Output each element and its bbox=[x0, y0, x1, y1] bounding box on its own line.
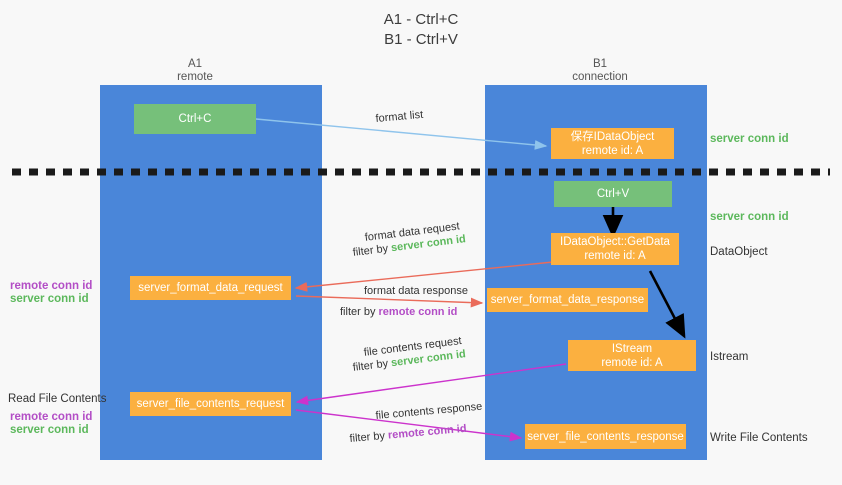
label-istream: Istream bbox=[710, 351, 749, 363]
format-data-response-filter-prefix: filter by bbox=[340, 306, 379, 318]
label-write-file-contents: Write File Contents bbox=[710, 432, 808, 444]
title-line-1: A1 - Ctrl+C bbox=[383, 11, 459, 28]
box-server-file-contents-response[interactable]: server_file_contents_response bbox=[525, 424, 686, 449]
arrow-file-contents-response bbox=[295, 409, 523, 442]
box-istream-label: IStream bbox=[611, 342, 653, 355]
label-format-data-response: format data response bbox=[364, 285, 468, 297]
arrow-format-data-response bbox=[295, 295, 484, 308]
label-server-conn-id-lower: server conn id bbox=[10, 424, 89, 436]
label-dataobject: DataObject bbox=[710, 246, 768, 258]
box-save-idataobject[interactable]: 保存IDataObject remote id: A bbox=[551, 128, 674, 159]
box-server-format-data-request[interactable]: server_format_data_request bbox=[130, 276, 291, 300]
label-server-conn-id-upper: server conn id bbox=[10, 293, 89, 305]
arrow-format-list bbox=[255, 118, 548, 150]
label-format-data-response-filter: filter by remote conn id bbox=[340, 305, 457, 320]
label-server-conn-id-top: server conn id bbox=[710, 133, 789, 145]
column-header-b1: B1 connection bbox=[525, 58, 675, 84]
box-save-idataobject-label: 保存IDataObject bbox=[570, 130, 655, 143]
box-ctrl-v[interactable]: Ctrl+V bbox=[554, 181, 672, 207]
box-server-file-contents-request-label: server_file_contents_request bbox=[136, 398, 285, 410]
label-remote-conn-id-upper: remote conn id bbox=[10, 280, 93, 292]
box-istream[interactable]: IStream remote id: A bbox=[568, 340, 696, 371]
file-contents-request-filter-prefix: filter by bbox=[352, 357, 392, 374]
box-save-idataobject-sub: remote id: A bbox=[581, 144, 644, 157]
column-header-a1: A1 remote bbox=[120, 58, 270, 84]
box-getdata-label: IDataObject::GetData bbox=[560, 236, 670, 248]
label-read-file-contents: Read File Contents bbox=[8, 393, 107, 405]
box-ctrl-c[interactable]: Ctrl+C bbox=[134, 104, 256, 134]
box-server-file-contents-response-label: server_file_contents_response bbox=[527, 430, 684, 443]
label-server-conn-id-second: server conn id bbox=[710, 211, 789, 223]
column-a1-name: A1 bbox=[187, 58, 203, 70]
box-istream-sub: remote id: A bbox=[601, 356, 663, 369]
box-getdata[interactable]: IDataObject::GetData remote id: A bbox=[551, 233, 679, 265]
diagram-title: A1 - Ctrl+C B1 - Ctrl+V bbox=[0, 10, 842, 50]
format-data-response-filter-value: remote conn id bbox=[378, 306, 458, 318]
label-remote-conn-id-lower: remote conn id bbox=[10, 411, 93, 423]
box-server-format-data-response[interactable]: server_format_data_response bbox=[487, 288, 648, 312]
column-b1-role: connection bbox=[572, 71, 628, 83]
arrow-getdata-to-istream bbox=[648, 270, 686, 339]
box-getdata-sub: remote id: A bbox=[584, 250, 646, 262]
column-b1-name: B1 bbox=[592, 58, 608, 70]
format-data-request-filter-prefix: filter by bbox=[352, 242, 392, 259]
box-server-format-data-response-label: server_format_data_response bbox=[490, 294, 645, 306]
box-ctrl-v-label: Ctrl+V bbox=[596, 188, 630, 200]
arrow-file-contents-request bbox=[295, 363, 567, 406]
column-a1-role: remote bbox=[177, 71, 213, 83]
box-server-format-data-request-label: server_format_data_request bbox=[138, 282, 283, 294]
box-server-file-contents-request[interactable]: server_file_contents_request bbox=[130, 392, 291, 416]
arrow-format-data-request bbox=[294, 261, 554, 292]
file-contents-response-filter-prefix: filter by bbox=[349, 429, 389, 445]
box-ctrl-c-label: Ctrl+C bbox=[178, 113, 212, 125]
title-line-2: B1 - Ctrl+V bbox=[384, 31, 458, 48]
